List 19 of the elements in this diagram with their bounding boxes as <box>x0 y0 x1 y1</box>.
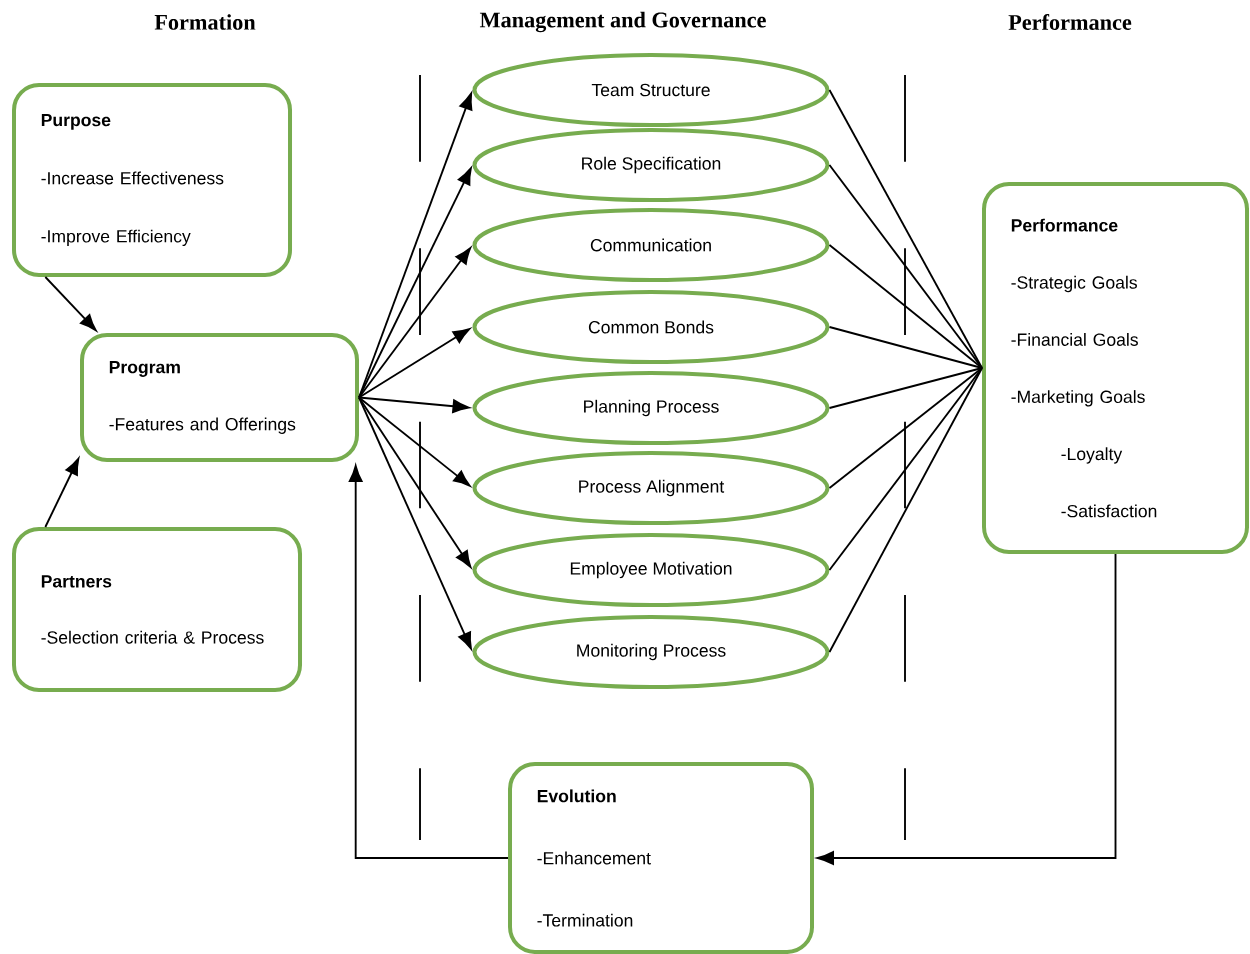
text-box: Purpose -Increase Effectiveness -Improve Efficiency <box>12 83 292 277</box>
column-heading: Performance <box>1008 14 1132 30</box>
arrow <box>358 396 472 650</box>
arrow <box>358 328 471 399</box>
column-heading: Management and Governance <box>479 11 766 33</box>
arrow <box>358 247 472 399</box>
text-box: Performance -Strategic Goals -Financial Goals -Marketing Goals -Loyalty -Satisfaction <box>982 182 1249 554</box>
text-box: Partners -Selection criteria & Process <box>12 527 302 692</box>
arrow <box>44 457 80 528</box>
arrow <box>358 396 470 414</box>
arrow <box>348 464 509 859</box>
arrow <box>816 553 1117 865</box>
text-box: Program -Features and Offerings <box>80 333 359 462</box>
arrow <box>358 167 472 399</box>
arrow <box>358 396 472 568</box>
arrow <box>358 396 471 487</box>
text-box: Evolution -Enhancement -Termination <box>508 762 814 954</box>
arrow <box>44 276 97 332</box>
column-heading: Formation <box>154 14 256 30</box>
